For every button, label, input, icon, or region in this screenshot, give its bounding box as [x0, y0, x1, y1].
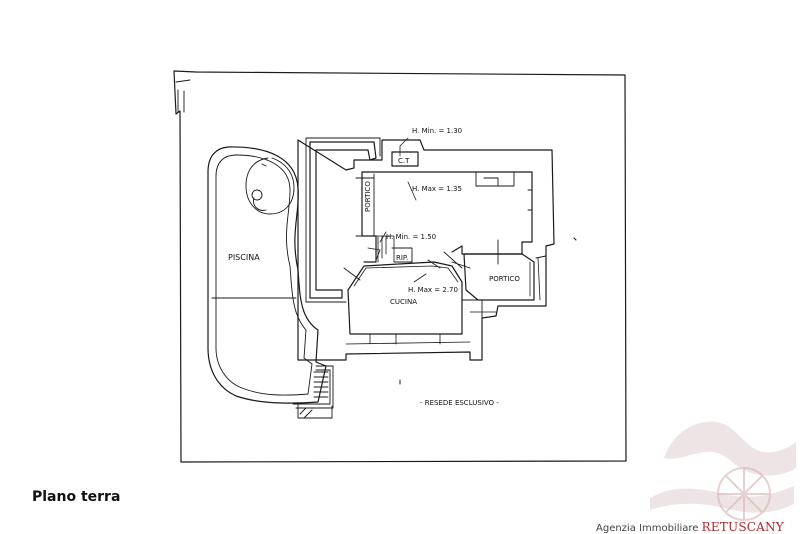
pool-steps [292, 365, 334, 419]
plan-title: Plano terra [32, 489, 121, 505]
house-outer [297, 139, 555, 361]
label-portico-right: PORTICO [489, 275, 520, 283]
label-ct: C.T [398, 157, 410, 165]
agency-name: Agenzia Immobiliare [596, 523, 699, 534]
walkway [309, 141, 377, 299]
label-rip: RIP. [396, 254, 408, 262]
label-piscina: PISCINA [228, 253, 260, 262]
label-cucina: CUCINA [390, 298, 417, 306]
label-resede-esclusivo: - RESEDE ESCLUSIVO - [420, 399, 499, 407]
property-boundary [173, 70, 627, 463]
label-h-min-150: H. Min. = 1.50 [386, 233, 436, 241]
ct-room [391, 151, 419, 167]
kitchen-walls [347, 261, 463, 335]
house-interior [343, 171, 547, 345]
agency-watermark: Agenzia Immobiliare RETUSCANY [596, 520, 784, 534]
label-h-max-270: H. Max = 2.70 [408, 286, 458, 294]
label-portico-vertical: PORTICO [364, 181, 372, 212]
agency-brand: RETUSCANY [701, 520, 784, 534]
label-h-max-135: H. Max = 1.35 [412, 185, 462, 193]
portico-right [463, 253, 535, 301]
pool-outline [207, 146, 327, 404]
label-h-min-130: H. Min. = 1.30 [412, 127, 462, 135]
agency-logo-watermark [650, 421, 796, 521]
